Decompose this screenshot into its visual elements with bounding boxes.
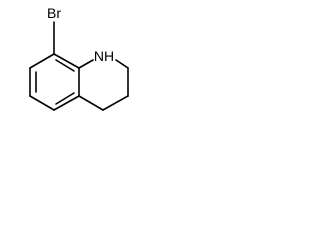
bond-c5-c6: [29, 95, 55, 111]
tetrahydro-ring: [78, 59, 129, 111]
bond-n1-c2: [115, 59, 129, 69]
bond-c4a-c5: [53, 95, 80, 111]
amine-label: NH: [94, 48, 114, 64]
bromine-label: Br: [47, 5, 61, 21]
benzene-ring: [29, 53, 80, 111]
molecule-structure: Br NH: [29, 5, 129, 111]
double-bond-c4a-c5-inner: [55, 92, 75, 105]
double-bond-c8-c8a-inner: [55, 59, 75, 72]
bond-c7-c8: [29, 53, 55, 69]
bond-c3-c4: [102, 95, 129, 111]
bond-c8a-n1: [78, 59, 94, 69]
bond-c8-c8a: [53, 53, 80, 69]
bond-c4-c4a: [78, 95, 104, 111]
